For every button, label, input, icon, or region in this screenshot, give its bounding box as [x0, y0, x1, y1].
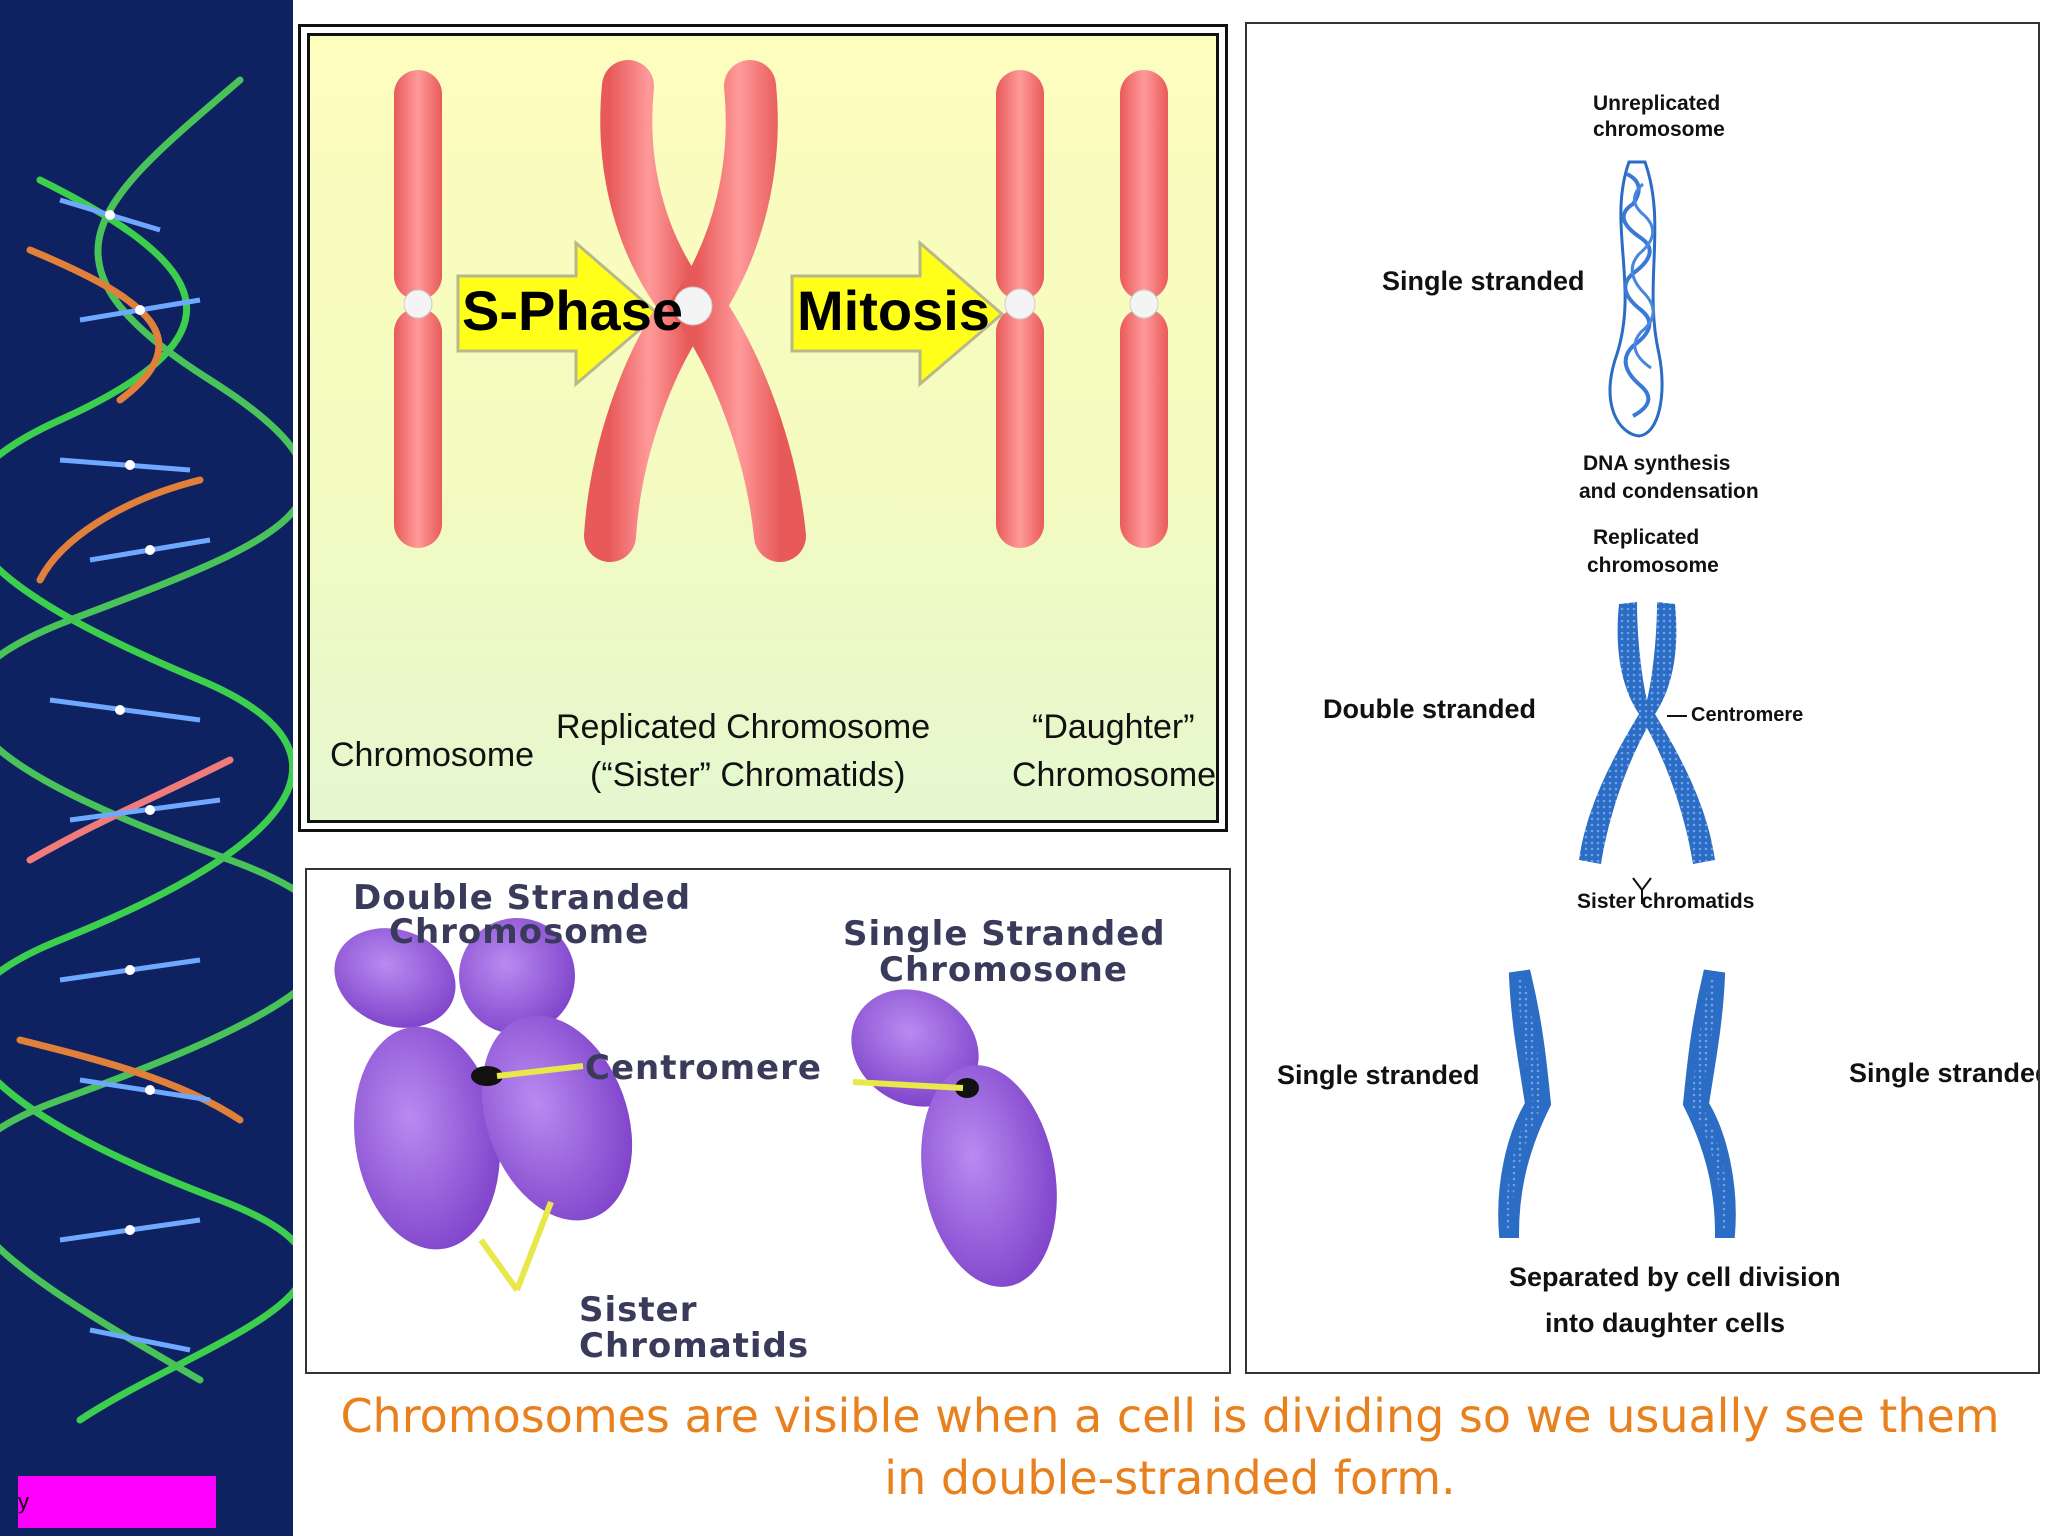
blue-chromosome-diagram: [1498, 160, 1736, 1238]
chromosome-cycle-panel: Unreplicated chromosome Single stranded …: [1245, 22, 2040, 1374]
sidebar: y: [0, 0, 293, 1536]
replicated-chromosome-shape: [584, 60, 806, 562]
centromere-label: Centromere: [585, 1048, 822, 1088]
double-stranded-label: Double stranded: [1323, 694, 1537, 724]
replicated-label-line1: Replicated: [1593, 526, 1700, 549]
purple-chromosome-diagram: [334, 918, 1057, 1292]
double-stranded-title-line1: Double Stranded: [353, 878, 692, 918]
replication-diagram: [394, 60, 1168, 562]
dna-synthesis-label-line1: DNA synthesis: [1583, 452, 1731, 475]
separated-label-line1: Separated by cell division: [1509, 1262, 1841, 1292]
s-phase-label: S-Phase: [462, 279, 683, 342]
single-stranded-label-top: Single stranded: [1382, 266, 1585, 296]
single-stranded-title-line2: Chromosone: [879, 950, 1128, 990]
double-stranded-title-line2: Chromosome: [389, 912, 650, 952]
caption-line2: in double-stranded form.: [884, 1451, 1456, 1505]
sister-chromatids-line1: Sister: [579, 1290, 698, 1330]
unreplicated-label-line2: chromosome: [1593, 118, 1725, 141]
sister-chromatids-line2: Chromatids: [579, 1326, 810, 1366]
single-stranded-label-right: Single stranded: [1849, 1058, 2040, 1088]
replicated-label-line1: Replicated Chromosome: [556, 708, 931, 746]
sister-chromatids-label: Sister chromatids: [1577, 890, 1755, 913]
daughter-label-line2: Chromosomes: [1012, 756, 1219, 794]
daughter-chromosome-shapes: [996, 70, 1168, 548]
replication-panel: S-Phase Mitosis Chromosome Replicated Ch…: [298, 24, 1228, 832]
centromere-label: Centromere: [1691, 704, 1804, 726]
single-stranded-title-line1: Single Stranded: [843, 914, 1166, 954]
separated-label-line2: into daughter cells: [1545, 1308, 1786, 1338]
replicated-label-line2: (“Sister” Chromatids): [590, 756, 906, 794]
highlight-tag: y: [18, 1476, 216, 1528]
single-stranded-chromosome: [851, 989, 1057, 1287]
mitosis-label: Mitosis: [797, 279, 990, 342]
dna-synthesis-label-line2: and condensation: [1579, 480, 1759, 503]
single-stranded-label-left: Single stranded: [1277, 1060, 1480, 1090]
slide-caption: Chromosomes are visible when a cell is d…: [300, 1385, 2040, 1509]
daughter-label-line1: “Daughter”: [1032, 708, 1195, 746]
unreplicated-label-line1: Unreplicated: [1593, 92, 1721, 115]
daughter-chromosomes: [1498, 969, 1736, 1238]
dna-helix-image: [0, 76, 293, 1424]
strand-comparison-panel: Double Stranded Chromosome Single Strand…: [305, 868, 1231, 1374]
replicated-label-line2: chromosome: [1587, 554, 1719, 577]
double-stranded-chromosome: [334, 918, 633, 1250]
chromosome-label: Chromosome: [330, 736, 535, 774]
caption-line1: Chromosomes are visible when a cell is d…: [340, 1389, 2000, 1443]
mitosis-arrow: [790, 239, 1005, 388]
replicated-chromosome: [1579, 602, 1715, 864]
unreplicated-chromosome: [1608, 160, 1664, 438]
s-phase-arrow: [456, 239, 661, 388]
chromosome-shape: [394, 70, 442, 548]
